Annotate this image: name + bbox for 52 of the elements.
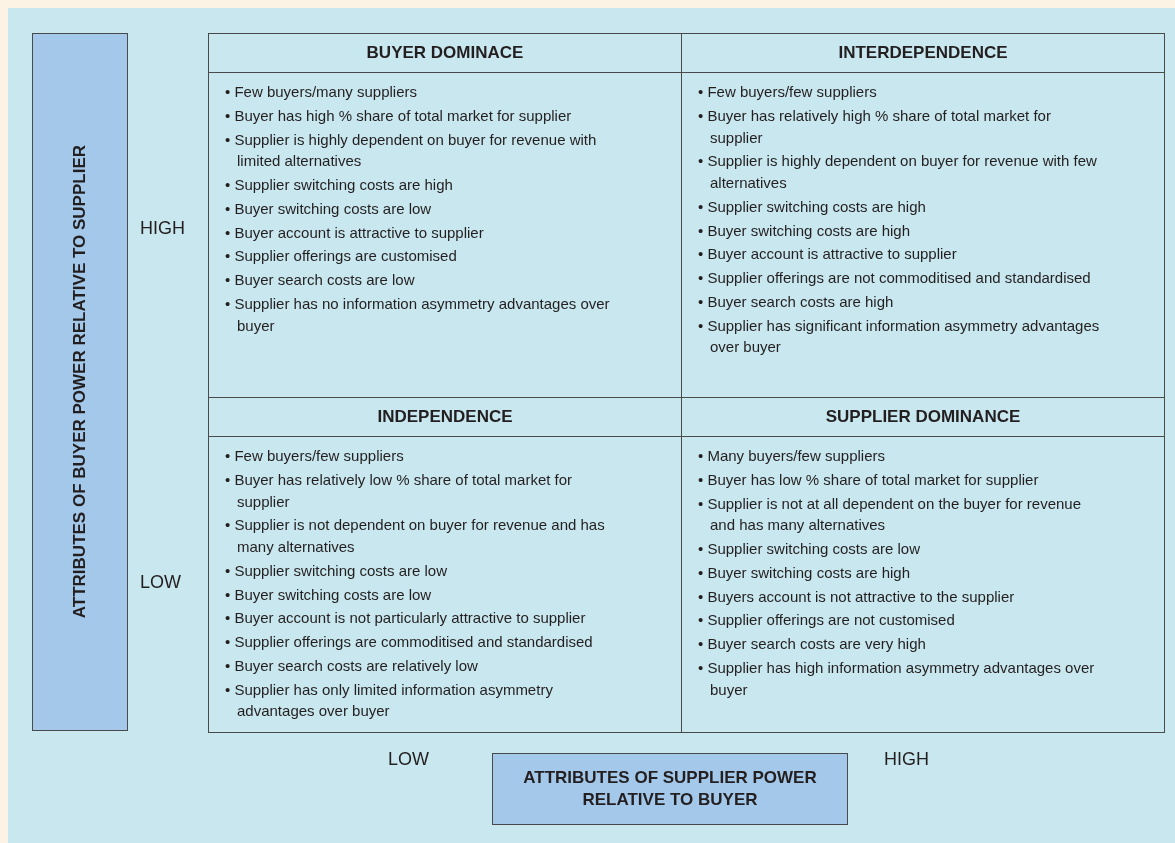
- axis-title-box: [492, 753, 848, 825]
- bullet-item: • Many buyers/few suppliers: [698, 446, 886, 466]
- bullet-item: • Few buyers/few suppliers: [225, 446, 405, 466]
- quadrant-heading: SUPPLIER DOMINANCE: [825, 407, 1021, 427]
- bullet-item: • Buyer search costs are high: [698, 291, 895, 312]
- bullet-item: • Supplier has only limited information asymmetry advantages over buyer: [225, 679, 554, 722]
- bullet-item: • Buyer has low % share of total market for supplier: [698, 469, 1040, 490]
- axis-level-label: LOW: [388, 749, 429, 770]
- bullet-item: • Supplier has high information asymmetry advantages over buyer: [698, 657, 1096, 700]
- quadrant-heading: BUYER DOMINACE: [366, 43, 524, 63]
- quadrant-box: [681, 33, 1165, 398]
- bullet-item: • Supplier offerings are not customised: [698, 610, 956, 631]
- bullet-item: • Supplier is highly dependent on buyer for revenue with few alternatives: [698, 151, 1098, 193]
- bullet-item: • Buyer has relatively high % share of total market for supplier: [698, 105, 1052, 148]
- axis-level-label: LOW: [140, 572, 181, 593]
- bullet-item: • Buyer has high % share of total market for supplier: [225, 105, 573, 126]
- bullet-item: • Supplier switching costs are high: [698, 196, 927, 217]
- bullet-item: • Supplier switching costs are high: [225, 175, 454, 195]
- bullet-item: • Supplier has significant information asymmetry advantages over buyer: [698, 315, 1101, 358]
- quadrant-heading: INDEPENDENCE: [377, 407, 513, 427]
- bullet-item: • Supplier has no information asymmetry advantages over buyer: [225, 293, 611, 336]
- quadrant-box: [208, 33, 682, 398]
- bullet-item: • Buyer switching costs are high: [698, 220, 911, 241]
- bullet-item: • Supplier switching costs are low: [225, 560, 448, 581]
- bullet-item: • Few buyers/few suppliers: [698, 82, 878, 102]
- bullet-item: • Buyer search costs are low: [225, 270, 416, 290]
- bullet-item: • Supplier is not dependent on buyer for revenue and has many alternatives: [225, 515, 606, 557]
- bullet-item: • Buyer account is attractive to supplier: [225, 222, 485, 243]
- bullet-item: • Buyer switching costs are high: [698, 562, 911, 583]
- axis-level-label: HIGH: [140, 218, 185, 239]
- bullet-item: • Supplier is highly dependent on buyer for revenue with limited alternatives: [225, 129, 598, 172]
- axis-title-box: [32, 33, 128, 731]
- quadrant-box: [681, 397, 1165, 733]
- bullet-item: • Supplier offerings are customised: [225, 246, 458, 267]
- axis-level-label: HIGH: [884, 749, 929, 770]
- bullet-item: • Supplier offerings are commoditised and standardised: [225, 632, 594, 652]
- bullet-item: • Buyers account is not attractive to the supplier: [698, 586, 1016, 607]
- bullet-item: • Buyer account is attractive to supplier: [698, 244, 958, 265]
- axis-title: ATTRIBUTES OF SUPPLIER POWER RELATIVE TO BUYER: [522, 766, 818, 811]
- bullet-item: • Buyer search costs are relatively low: [225, 655, 479, 676]
- quadrant-box: [208, 397, 682, 733]
- bullet-item: • Buyer switching costs are low: [225, 584, 433, 605]
- bullet-item: • Buyer switching costs are low: [225, 198, 433, 219]
- bullet-item: • Buyer search costs are very high: [698, 634, 927, 654]
- axis-title: ATTRIBUTES OF BUYER POWER RELATIVE TO SUPPLIER: [68, 145, 90, 619]
- bullet-item: • Supplier offerings are not commoditised and standardised: [698, 268, 1092, 288]
- quadrant-heading: INTERDEPENDENCE: [838, 43, 1008, 63]
- bullet-item: • Few buyers/many suppliers: [225, 82, 418, 102]
- bullet-item: • Supplier is not at all dependent on the buyer for revenue and has many alternatives: [698, 493, 1082, 536]
- bullet-item: • Supplier switching costs are low: [698, 539, 921, 559]
- bullet-item: • Buyer account is not particularly attractive to supplier: [225, 608, 587, 629]
- bullet-item: • Buyer has relatively low % share of total market for supplier: [225, 469, 574, 512]
